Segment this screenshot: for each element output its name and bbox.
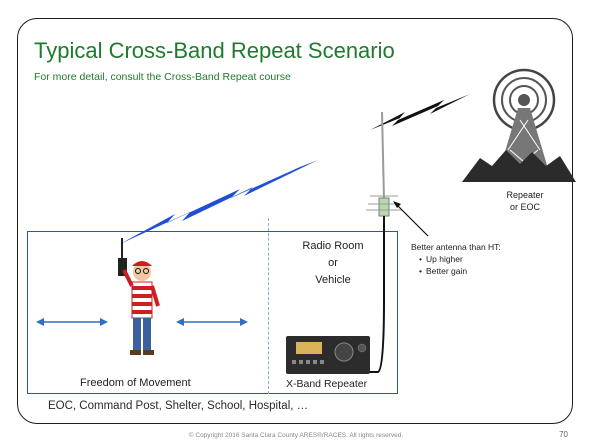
slide-subtitle: For more detail, consult the Cross-Band … <box>34 71 291 83</box>
repeater-label: Repeater or EOC <box>500 189 550 213</box>
lightning-beam-icon <box>120 160 318 244</box>
antenna-note-title: Better antenna than HT: <box>411 242 501 252</box>
arrow-icon <box>176 318 248 326</box>
repeater-line-1: Repeater <box>506 190 544 200</box>
antenna-note: Better antenna than HT: Up higher Better… <box>411 241 501 277</box>
person-icon <box>118 238 160 355</box>
antenna-note-point: Up higher <box>419 253 501 265</box>
radio-icon <box>286 336 370 374</box>
radio-room-line-1: Radio Room <box>302 240 364 252</box>
radio-room-line-3: Vehicle <box>315 274 351 286</box>
arrow-icon <box>393 201 429 237</box>
radio-room-line-2: or <box>328 257 338 269</box>
copyright-footer: © Copyright 2016 Santa Clara County ARES… <box>188 432 404 439</box>
scene-divider <box>268 218 269 394</box>
xband-label: X-Band Repeater <box>286 378 368 390</box>
places-caption: EOC, Command Post, Shelter, School, Hosp… <box>48 400 309 412</box>
lightning-beam-icon <box>370 94 470 130</box>
page-number: 70 <box>559 430 568 439</box>
arrow-icon <box>36 318 108 326</box>
repeater-line-2: or EOC <box>509 202 540 212</box>
radio-room-label: Radio Room or Vehicle <box>283 238 383 289</box>
scene-box <box>27 231 398 394</box>
tower-icon <box>462 68 576 183</box>
slide-frame <box>17 18 573 424</box>
antenna-note-point: Better gain <box>419 265 501 277</box>
antenna-note-list: Up higher Better gain <box>411 253 501 277</box>
freedom-label: Freedom of Movement <box>80 377 191 389</box>
slide-title: Typical Cross-Band Repeat Scenario <box>34 38 395 63</box>
antenna-icon <box>362 111 402 373</box>
